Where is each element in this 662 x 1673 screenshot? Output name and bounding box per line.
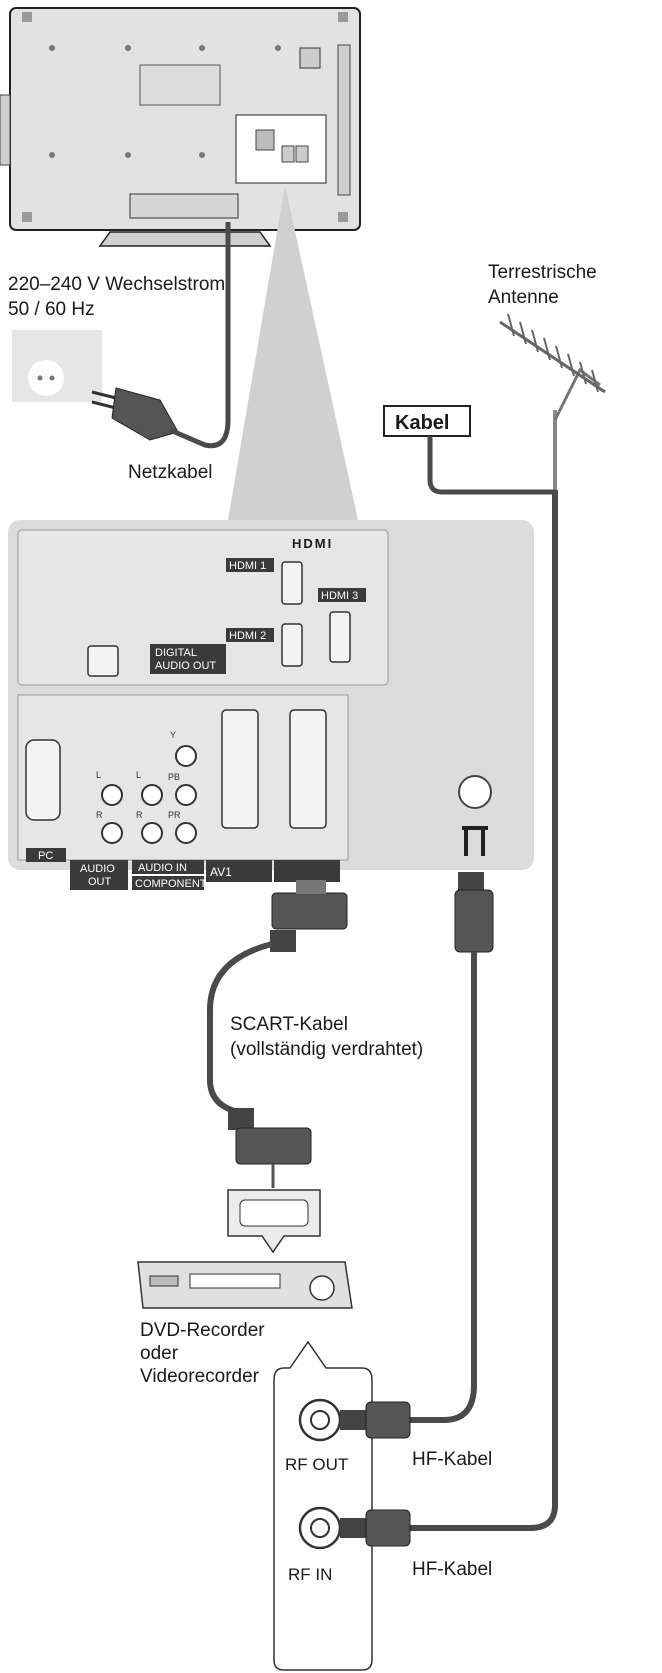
antenna-icon — [499, 313, 606, 490]
zoom-wedge — [228, 185, 358, 520]
hf-cable-2 — [410, 490, 558, 1531]
tv-rear-view — [0, 7, 361, 247]
audio-out-l-label: L — [96, 770, 101, 780]
recorder-device — [137, 1261, 353, 1309]
hdmi3-label: HDMI 3 — [321, 590, 358, 602]
component-label: COMPONENT — [135, 878, 207, 890]
component-label-box — [132, 876, 204, 890]
audio-in-l-jack[interactable] — [141, 784, 163, 806]
antenna-label-line1: Terrestrische — [488, 262, 597, 283]
rf-plug-out-icon — [340, 1401, 411, 1439]
av1-label: AV1 — [210, 865, 232, 879]
av2-scart-port[interactable] — [289, 709, 327, 829]
scart-cable-label-line2: (vollständig verdrahtet) — [230, 1039, 423, 1060]
component-pr-label: PR — [168, 810, 181, 820]
scart-plug-lower-icon — [228, 1108, 312, 1188]
cable-tag-box — [383, 405, 471, 437]
av1-scart-port[interactable] — [221, 709, 259, 829]
audio-out-r-jack[interactable] — [101, 822, 123, 844]
antenna-label-line2: Antenne — [488, 287, 559, 308]
scart-plug-icon — [270, 880, 348, 952]
hdmi-logo: HDMI — [292, 536, 333, 551]
audio-in-r-jack[interactable] — [141, 822, 163, 844]
audio-in-label-box — [132, 860, 204, 874]
component-y-label: Y — [170, 730, 176, 740]
component-pb-jack[interactable] — [175, 784, 197, 806]
recorder-label-line3: Videorecorder — [140, 1366, 260, 1387]
rf-out-socket-core — [310, 1410, 330, 1430]
cable-feed-line — [427, 436, 555, 495]
digital-audio-port[interactable] — [87, 645, 119, 677]
component-y-jack[interactable] — [175, 745, 197, 767]
component-pr-jack[interactable] — [175, 822, 197, 844]
hdmi3-port[interactable] — [329, 611, 351, 663]
hdmi1-port[interactable] — [281, 561, 303, 605]
power-cable-label: Netzkabel — [128, 462, 213, 483]
recorder-label-line1: DVD-Recorder — [140, 1320, 265, 1341]
pc-vga-port[interactable] — [25, 739, 61, 821]
recorder-scart-socket — [227, 1189, 321, 1254]
aerial-socket[interactable] — [458, 775, 492, 809]
audio-out-label-line2: OUT — [88, 876, 112, 888]
power-spec-line1: 220–240 V Wechselstrom, — [8, 274, 231, 295]
digital-audio-label-box — [150, 644, 226, 674]
aerial-connector-icon — [462, 826, 488, 856]
power-plug-icon — [91, 387, 179, 441]
rf-plug-icon — [454, 872, 494, 953]
rf-out-label: RF OUT — [285, 1455, 348, 1474]
audio-out-label-line1: AUDIO — [80, 863, 115, 875]
audio-in-r-label: R — [136, 810, 143, 820]
rf-plug-in-icon — [340, 1509, 411, 1547]
rf-in-socket-core — [310, 1518, 330, 1538]
hf-cable-1-label: HF-Kabel — [412, 1449, 492, 1470]
digital-audio-label-line1: DIGITAL — [155, 647, 197, 659]
component-pb-label: PB — [168, 772, 180, 782]
audio-out-l-jack[interactable] — [101, 784, 123, 806]
scart-cable — [207, 941, 273, 1115]
audio-out-r-label: R — [96, 810, 103, 820]
scart-cable-label-line1: SCART-Kabel — [230, 1014, 348, 1035]
pc-label: PC — [38, 850, 53, 862]
pc-label-box — [26, 848, 66, 862]
hf-cable-1 — [408, 952, 477, 1423]
power-spec-line2: 50 / 60 Hz — [8, 299, 95, 320]
rf-in-label: RF IN — [288, 1565, 332, 1584]
hdmi1-label-box — [226, 558, 274, 572]
audio-out-label-box — [70, 860, 128, 890]
audio-in-l-label: L — [136, 770, 141, 780]
av2-label-box — [274, 860, 340, 882]
hdmi1-label: HDMI 1 — [229, 560, 266, 572]
recorder-label-line2: oder — [140, 1343, 179, 1364]
av1-label-box — [206, 860, 272, 882]
hdmi2-label: HDMI 2 — [229, 630, 266, 642]
power-outlet-icon — [12, 330, 102, 402]
hdmi3-label-box — [318, 588, 366, 602]
hdmi2-port[interactable] — [281, 623, 303, 667]
digital-audio-label-line2: AUDIO OUT — [155, 660, 216, 672]
hdmi2-label-box — [226, 628, 274, 642]
power-cable — [169, 222, 231, 449]
rf-socket-panel — [273, 1340, 373, 1671]
hf-cable-2-label: HF-Kabel — [412, 1559, 492, 1580]
cable-tag: Kabel — [395, 412, 449, 434]
audio-in-label: AUDIO IN — [138, 862, 187, 874]
